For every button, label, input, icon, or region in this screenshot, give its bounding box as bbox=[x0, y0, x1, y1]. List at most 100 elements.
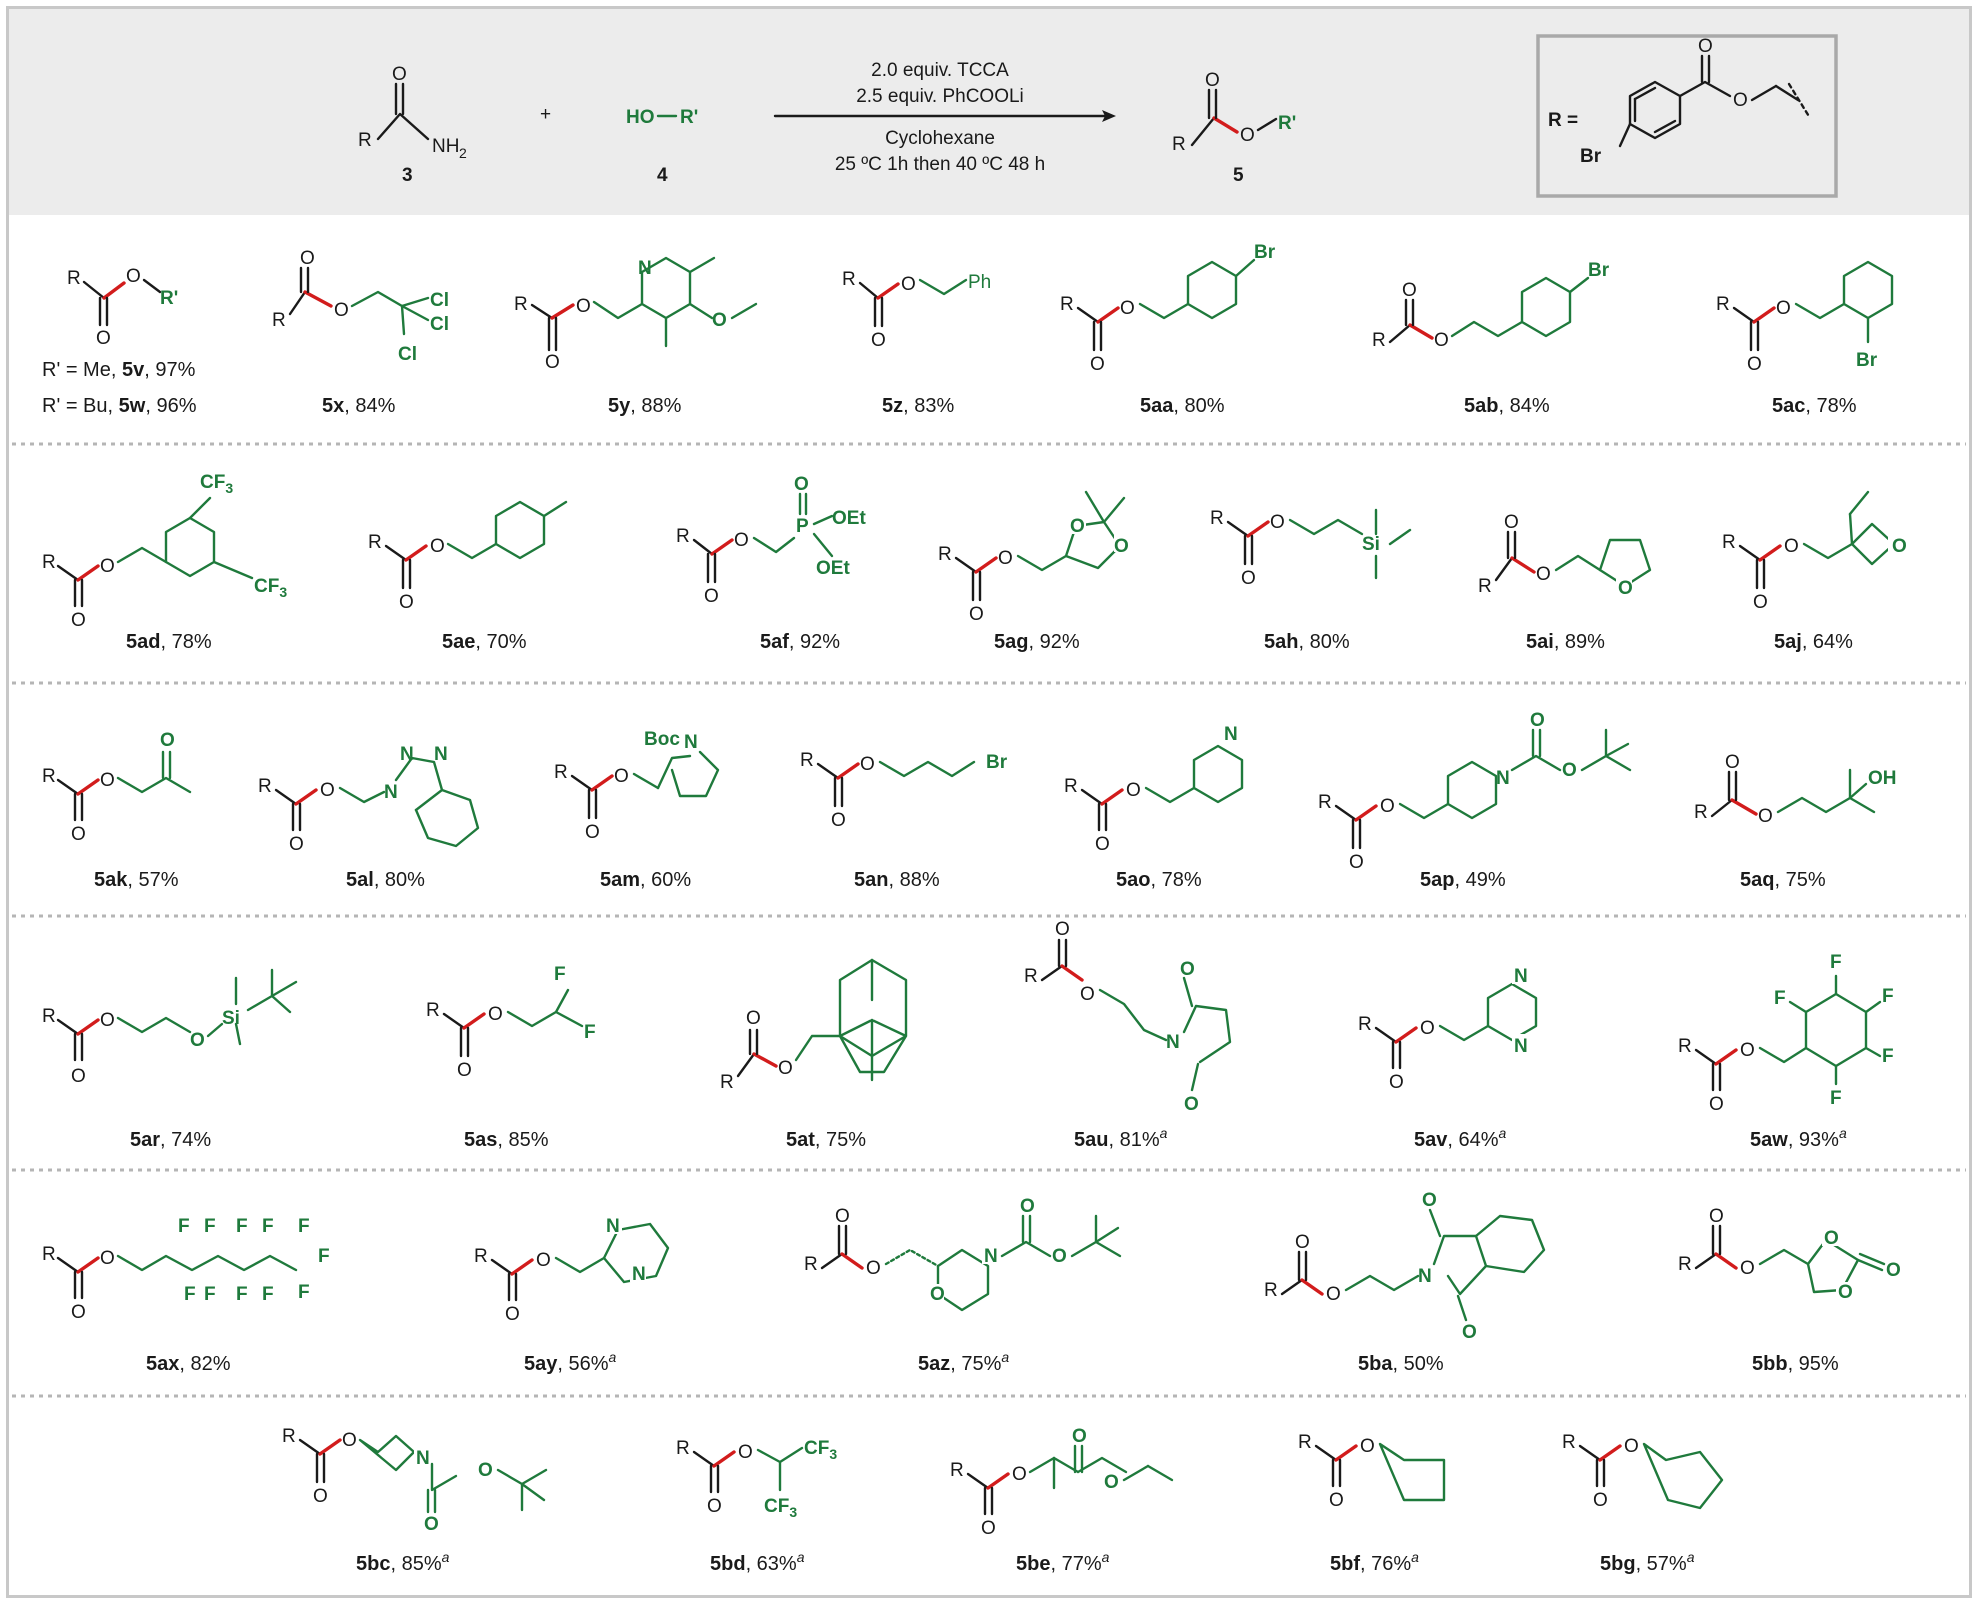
svg-text:R: R bbox=[1358, 1014, 1372, 1035]
svg-text:O: O bbox=[1740, 1258, 1755, 1279]
label-5ay: 5ay, 56%a bbox=[524, 1349, 617, 1375]
condition-tcca: 2.0 equiv. TCCA bbox=[871, 60, 1009, 81]
svg-text:O: O bbox=[981, 1518, 996, 1539]
structure-5as: R OO F F bbox=[426, 964, 596, 1081]
svg-text:O: O bbox=[1380, 796, 1395, 817]
structure-5ad: R OO CF3 CF3 bbox=[42, 472, 287, 631]
structure-5ap: R OO N O O bbox=[1318, 710, 1632, 873]
structure-5ae: R OO bbox=[368, 500, 568, 613]
svg-text:O: O bbox=[746, 1008, 761, 1029]
structure-5ac: R OO Br bbox=[1716, 260, 1894, 375]
structure-5bc: R OO N O O bbox=[282, 1426, 548, 1535]
structure-5aj: R OO O bbox=[1722, 490, 1907, 613]
svg-text:R: R bbox=[950, 1460, 964, 1481]
svg-text:O: O bbox=[1740, 1040, 1755, 1061]
label-5am: 5am, 60% bbox=[600, 869, 691, 891]
svg-text:O: O bbox=[457, 1060, 472, 1081]
structure-5x: R OO Cl Cl Cl bbox=[272, 248, 449, 365]
svg-text:N: N bbox=[984, 1246, 998, 1267]
svg-text:O: O bbox=[1070, 516, 1085, 537]
alcohol-ho: HO bbox=[626, 107, 655, 128]
svg-text:F: F bbox=[1882, 1046, 1894, 1067]
svg-text:O: O bbox=[1360, 1436, 1375, 1457]
svg-text:O: O bbox=[505, 1304, 520, 1325]
svg-text:O: O bbox=[1205, 70, 1220, 91]
svg-text:N: N bbox=[1166, 1032, 1180, 1053]
svg-text:O: O bbox=[96, 328, 111, 349]
svg-text:F: F bbox=[236, 1216, 248, 1237]
svg-text:N: N bbox=[684, 732, 698, 753]
svg-text:Br: Br bbox=[1254, 242, 1276, 263]
reaction-header bbox=[9, 9, 1969, 215]
label-5x: 5x, 84% bbox=[322, 395, 396, 417]
svg-text:P: P bbox=[796, 516, 809, 537]
structure-5au: R OO N O O bbox=[1024, 919, 1232, 1115]
label-5ar: 5ar, 74% bbox=[130, 1129, 211, 1151]
svg-text:R: R bbox=[1060, 294, 1074, 315]
svg-text:R: R bbox=[1318, 792, 1332, 813]
label-5bc: 5bc, 85%a bbox=[356, 1549, 450, 1575]
svg-text:O: O bbox=[1824, 1228, 1839, 1249]
svg-text:R: R bbox=[272, 310, 286, 331]
svg-text:N: N bbox=[400, 744, 414, 765]
structure-5ai: R OO O bbox=[1478, 512, 1652, 599]
structure-5v-5w: R OO R' bbox=[67, 266, 178, 349]
label-5ag: 5ag, 92% bbox=[994, 631, 1080, 653]
svg-text:O: O bbox=[1114, 536, 1129, 557]
label-5ad: 5ad, 78% bbox=[126, 631, 212, 653]
svg-text:O: O bbox=[1530, 710, 1545, 731]
svg-text:O: O bbox=[1180, 959, 1195, 980]
svg-text:O: O bbox=[289, 834, 304, 855]
label-5at: 5at, 75% bbox=[786, 1129, 866, 1151]
svg-text:F: F bbox=[262, 1216, 274, 1237]
svg-text:O: O bbox=[1698, 36, 1713, 57]
svg-text:O: O bbox=[778, 1058, 793, 1079]
svg-text:Br: Br bbox=[1856, 350, 1878, 371]
svg-text:O: O bbox=[545, 352, 560, 373]
svg-text:O: O bbox=[1326, 1284, 1341, 1305]
svg-text:N: N bbox=[416, 1448, 430, 1469]
label-5bg: 5bg, 57%a bbox=[1600, 1549, 1695, 1575]
svg-text:O: O bbox=[71, 824, 86, 845]
structure-5bg: R OO bbox=[1562, 1432, 1724, 1511]
svg-text:F: F bbox=[262, 1284, 274, 1305]
svg-text:CF3: CF3 bbox=[200, 472, 233, 496]
svg-text:O: O bbox=[334, 300, 349, 321]
svg-text:O: O bbox=[488, 1004, 503, 1025]
alcohol-4: HO R' 4 bbox=[626, 107, 698, 186]
svg-text:O: O bbox=[998, 548, 1013, 569]
svg-text:O: O bbox=[160, 730, 175, 751]
svg-text:O: O bbox=[126, 266, 141, 287]
svg-text:R: R bbox=[1678, 1036, 1692, 1057]
svg-text:F: F bbox=[298, 1282, 310, 1303]
structure-5ah: R OO Si bbox=[1210, 508, 1412, 589]
svg-text:O: O bbox=[1618, 578, 1633, 599]
structure-5be: R OO O O bbox=[950, 1426, 1174, 1539]
label-5ai: 5ai, 89% bbox=[1526, 631, 1605, 653]
svg-text:R: R bbox=[1064, 776, 1078, 797]
svg-text:F: F bbox=[204, 1284, 216, 1305]
svg-text:O: O bbox=[969, 604, 984, 625]
product-5-label: 5 bbox=[1233, 165, 1244, 186]
svg-text:O: O bbox=[100, 1248, 115, 1269]
svg-text:R: R bbox=[804, 1254, 818, 1275]
reagent-4-label: 4 bbox=[657, 165, 668, 186]
label-5w: R' = Bu, 5w, 96% bbox=[42, 395, 197, 417]
label-5af: 5af, 92% bbox=[760, 631, 840, 653]
label-5y: 5y, 88% bbox=[608, 395, 682, 417]
svg-text:F: F bbox=[298, 1216, 310, 1237]
row-separators bbox=[12, 442, 1966, 1398]
svg-text:O: O bbox=[71, 1302, 86, 1323]
svg-text:F: F bbox=[184, 1284, 196, 1305]
label-5aw: 5aw, 93%a bbox=[1750, 1125, 1847, 1151]
svg-text:O: O bbox=[1184, 1094, 1199, 1115]
svg-text:Cl: Cl bbox=[398, 344, 417, 365]
svg-text:R: R bbox=[42, 552, 56, 573]
svg-text:O: O bbox=[831, 810, 846, 831]
svg-text:O: O bbox=[1886, 1260, 1901, 1281]
svg-text:R: R bbox=[67, 268, 81, 289]
svg-text:R: R bbox=[1024, 966, 1038, 987]
svg-text:F: F bbox=[236, 1284, 248, 1305]
svg-text:O: O bbox=[1562, 760, 1577, 781]
svg-text:O: O bbox=[1240, 125, 1255, 146]
